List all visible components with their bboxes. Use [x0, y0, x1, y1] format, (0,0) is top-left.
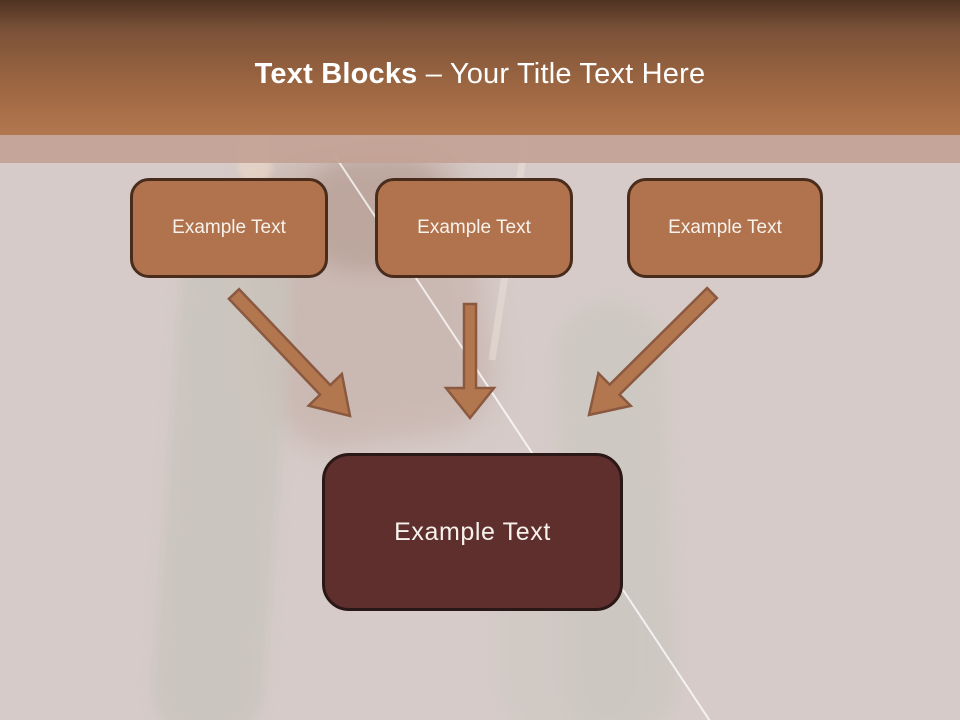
slide-title: Text Blocks – Your Title Text Here	[255, 58, 706, 91]
title-bold-text: Text Blocks	[254, 58, 418, 90]
text-block-1: Example Text	[130, 178, 328, 278]
summary-text-block-label: Example Text	[394, 517, 551, 546]
title-bar: Text Blocks – Your Title Text Here	[0, 0, 960, 135]
text-block-3: Example Text	[627, 178, 823, 278]
title-regular-text: – Your Title Text Here	[417, 58, 706, 90]
text-block-1-label: Example Text	[172, 217, 286, 238]
header-accent-band	[0, 135, 960, 163]
text-block-2-label: Example Text	[417, 217, 531, 238]
summary-text-block: Example Text	[322, 453, 623, 611]
text-block-2: Example Text	[375, 178, 573, 278]
text-block-3-label: Example Text	[668, 217, 782, 238]
